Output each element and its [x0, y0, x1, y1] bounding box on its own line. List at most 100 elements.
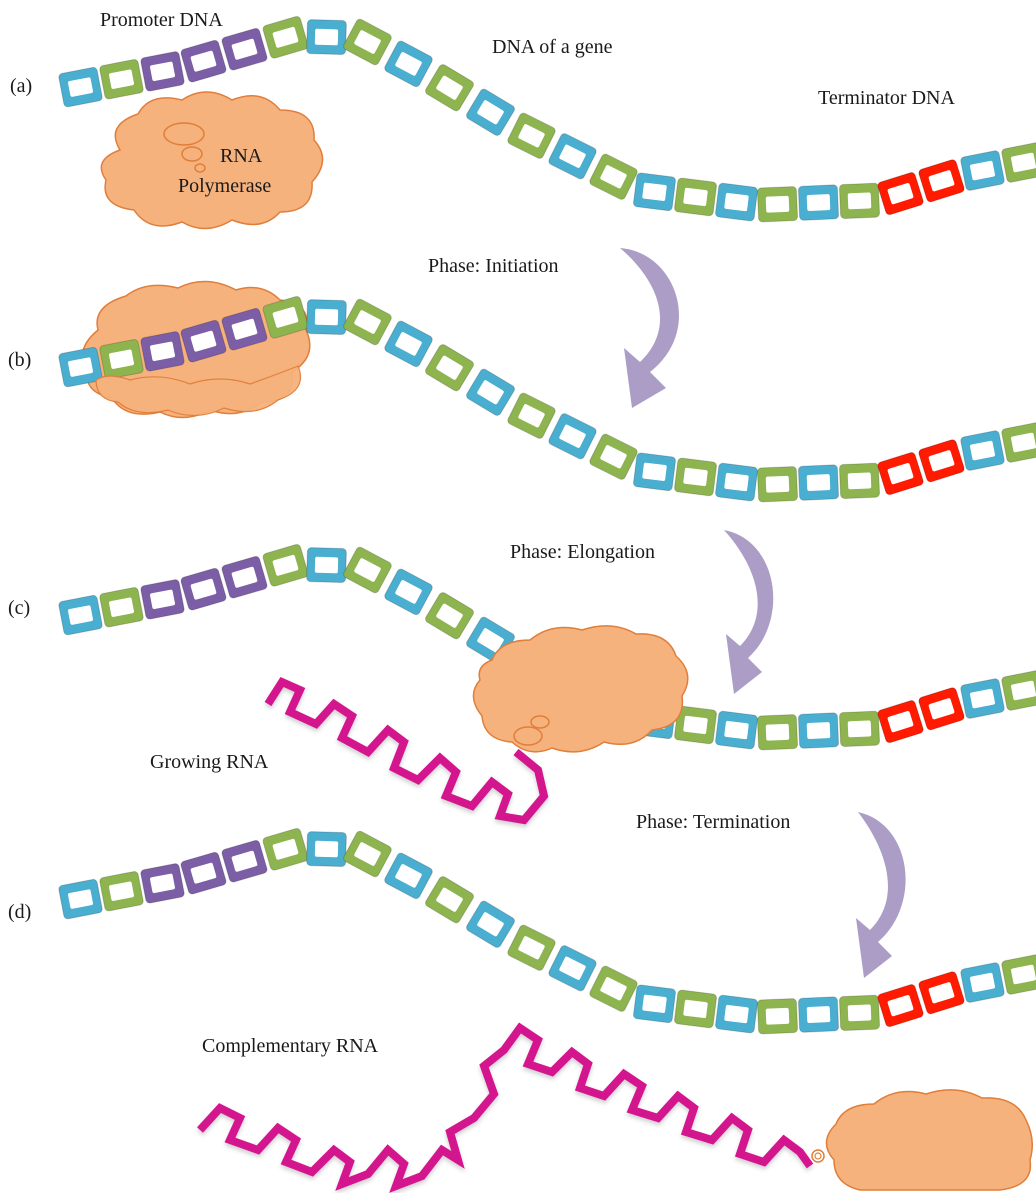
dna-segment	[757, 714, 797, 750]
dna-segment	[342, 830, 392, 878]
dna-segment	[424, 591, 475, 640]
phase-label-termination: Phase: Termination	[636, 811, 790, 833]
dna-segment	[960, 430, 1005, 471]
dna-segment	[383, 568, 433, 616]
dna-segment	[1001, 142, 1036, 183]
dna-segment	[99, 59, 144, 100]
dna-segment	[383, 852, 433, 900]
dna-segment	[140, 331, 185, 372]
dna-segment	[918, 439, 965, 483]
dna-segment	[547, 944, 597, 992]
dna-segment	[221, 555, 268, 599]
dna-segment	[798, 465, 838, 501]
polymerase-label-line2: Polymerase	[178, 175, 271, 197]
gene-label: DNA of a gene	[492, 36, 613, 58]
dna-segment	[588, 965, 638, 1013]
growing-rna-label: Growing RNA	[150, 751, 269, 773]
phase-arrow-elongation	[724, 530, 773, 694]
panel-label-c: (c)	[8, 597, 30, 619]
dna-segment	[1001, 954, 1036, 995]
panel-b: (b) Phase: Initiation	[8, 248, 1036, 502]
panel-label-d: (d)	[8, 901, 31, 923]
dna-segment	[99, 871, 144, 912]
phase-label-elongation: Phase: Elongation	[510, 541, 655, 563]
dna-segment	[506, 924, 556, 972]
dna-segment	[424, 875, 475, 924]
dna-segment	[1001, 422, 1036, 463]
dna-segment	[99, 339, 144, 380]
dna-segment	[506, 392, 556, 440]
dna-segment	[918, 971, 965, 1015]
dna-segment	[839, 183, 879, 219]
dna-segment	[465, 88, 516, 137]
dna-segment	[633, 453, 676, 492]
dna-segment	[307, 299, 347, 334]
dna-segment	[633, 985, 676, 1024]
panel-c: (c) Phase: Elongation Growing RNA	[8, 530, 1036, 820]
dna-segment	[262, 544, 309, 588]
dna-segment	[58, 879, 103, 920]
dna-segment	[99, 587, 144, 628]
dna-segment	[588, 433, 638, 481]
dna-segment	[465, 368, 516, 417]
dna-segment	[877, 452, 924, 496]
dna-segment	[424, 63, 475, 112]
dna-segment	[262, 16, 309, 60]
phase-label-initiation: Phase: Initiation	[428, 255, 559, 277]
complementary-rna-label: Complementary RNA	[202, 1035, 379, 1057]
dna-segment	[588, 153, 638, 201]
phase-arrow-initiation	[620, 248, 679, 408]
dna-segment	[674, 458, 717, 497]
dna-segment	[839, 711, 879, 747]
panel-a: (a) Promoter DNA DNA of a gene Terminato…	[10, 9, 1036, 229]
dna-segment	[633, 173, 676, 212]
dna-segment	[715, 463, 758, 502]
dna-segment	[547, 132, 597, 180]
dna-segment	[424, 343, 475, 392]
panel-label-b: (b)	[8, 349, 31, 371]
dna-segment	[307, 19, 347, 54]
phase-arrow-termination	[856, 812, 906, 978]
dna-segment	[715, 995, 758, 1034]
dna-segment	[798, 185, 838, 221]
dna-segment	[674, 178, 717, 217]
dna-segment	[140, 863, 185, 904]
promoter-label: Promoter DNA	[100, 9, 223, 31]
dna-segment	[960, 150, 1005, 191]
dna-segment	[547, 412, 597, 460]
dna-segment	[839, 995, 879, 1031]
dna-segment	[757, 186, 797, 222]
dna-segment	[383, 40, 433, 88]
dna-segment	[140, 579, 185, 620]
dna-segment	[307, 831, 347, 866]
terminator-label: Terminator DNA	[818, 87, 955, 109]
dna-segment	[180, 567, 227, 611]
panel-label-a: (a)	[10, 75, 32, 97]
dna-segment	[140, 51, 185, 92]
dna-segment	[1001, 670, 1036, 711]
dna-segment	[506, 112, 556, 160]
dna-segment	[342, 298, 392, 346]
dna-segment	[757, 998, 797, 1034]
dna-segment	[307, 547, 347, 582]
dna-segment	[877, 984, 924, 1028]
dna-segment	[960, 678, 1005, 719]
panel-d: (d) Phase: Termination Complementary RNA	[8, 811, 1036, 1190]
dna-segment	[918, 159, 965, 203]
dna-segment	[798, 713, 838, 749]
dna-segment	[58, 67, 103, 108]
dna-segment	[180, 39, 227, 83]
rna-polymerase-released	[812, 1090, 1032, 1190]
dna-segment	[960, 962, 1005, 1003]
dna-segment	[221, 27, 268, 71]
dna-segment	[58, 595, 103, 636]
dna-segment	[715, 711, 758, 750]
dna-segment	[465, 900, 516, 949]
dna-segment	[674, 990, 717, 1029]
dna-segment	[715, 183, 758, 222]
dna-segment	[798, 997, 838, 1033]
polymerase-label-line1: RNA	[220, 145, 263, 167]
dna-segment	[342, 18, 392, 66]
